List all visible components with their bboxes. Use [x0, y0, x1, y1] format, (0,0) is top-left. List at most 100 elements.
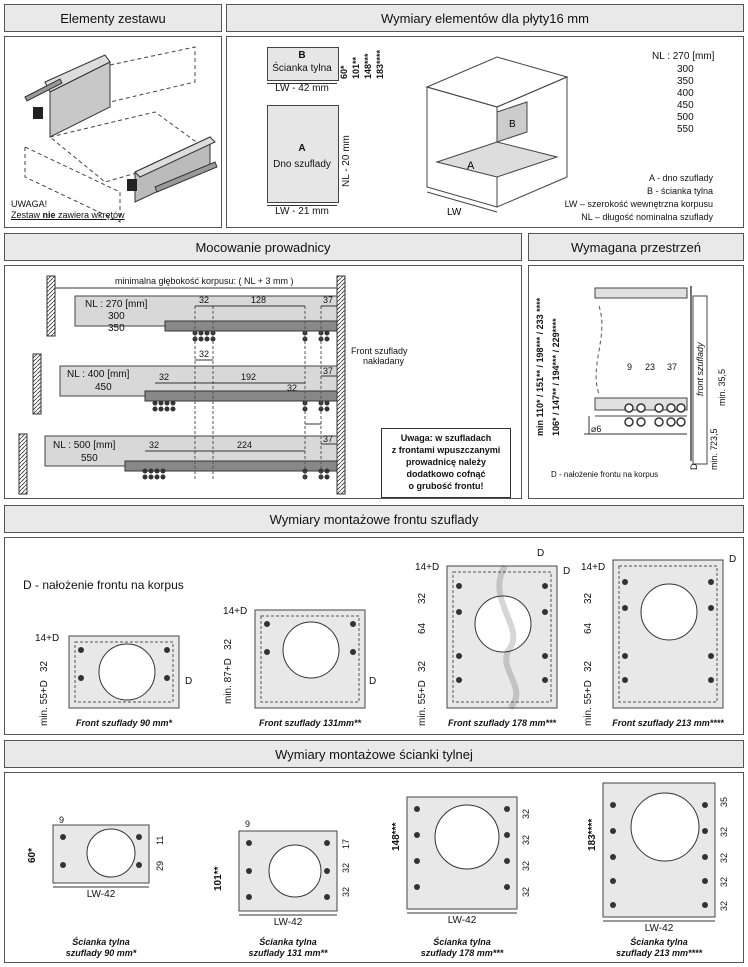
nl-value: 350 — [677, 76, 694, 87]
b-height-148: 148*** — [363, 53, 373, 79]
panel-front: D - nałożenie frontu na korpus 14+D 32 m… — [4, 537, 744, 735]
nl-value: 450 — [677, 100, 694, 111]
back3-dim: 32 — [521, 808, 531, 819]
warning-line: o grubość frontu! — [408, 481, 484, 491]
label-bottom: Dno szuflady — [273, 159, 331, 170]
front4-mid-dim: 32 — [583, 592, 594, 604]
front3-bot-dim: min. 55+D — [417, 680, 428, 726]
warning-box: Uwaga: w szufladach z frontami wpuszczan… — [381, 428, 511, 498]
b-height-60: 60* — [339, 65, 349, 79]
rail1-dim-b: 128 — [251, 295, 267, 305]
back3-caption-2: szuflady 178 mm*** — [420, 948, 504, 958]
back1-dim-11: 11 — [155, 835, 165, 845]
section-header-space: Wymagana przestrzeń — [528, 233, 744, 261]
back3-width: LW-42 — [447, 915, 477, 926]
warning-line: dodatkowo cofnąć — [406, 469, 486, 479]
back1-dim-29: 29 — [155, 860, 165, 871]
space-dim-35-5: min. 35,5 — [717, 368, 727, 406]
back1-caption: Ścianka tylna — [72, 937, 130, 947]
back3-caption: Ścianka tylna — [433, 937, 491, 947]
rail3-dim-b: 224 — [237, 440, 253, 450]
front1-bot-dim: min. 55+D — [39, 680, 50, 726]
drawer-exploded-illustration — [24, 46, 218, 223]
rail2-dim-b: 192 — [241, 372, 257, 382]
space-diameter: ⌀6 — [591, 424, 602, 434]
cabinet-isometric: A B LW — [425, 56, 569, 217]
warning-title: UWAGA! — [11, 199, 48, 209]
front4-mid2-dim: 64 — [583, 622, 594, 634]
front1-top-dim: 14+D — [35, 633, 60, 644]
back4-width: LW-42 — [644, 923, 674, 934]
hinge-icon — [33, 107, 43, 119]
front3-caption: Front szuflady 178 mm*** — [447, 718, 557, 728]
warning-line: prowadnicę należy — [405, 457, 487, 467]
nl-value: 400 — [677, 88, 694, 99]
space-dim-9: 9 — [627, 362, 633, 372]
back2-height: 101** — [213, 866, 224, 891]
front2-top-dim: 14+D — [223, 606, 248, 617]
back4-dim: 32 — [719, 852, 729, 863]
back3-dim: 32 — [521, 834, 531, 845]
front2-d: D — [369, 676, 377, 687]
front4-caption: Front szuflady 213 mm**** — [612, 718, 724, 728]
back4-caption-2: szuflady 213 mm**** — [615, 948, 703, 958]
space-dim-37: 37 — [667, 362, 678, 372]
front2-mid-dim: 32 — [223, 638, 234, 650]
rail2-dim-a: 32 — [159, 372, 170, 382]
space-diagram — [584, 286, 708, 465]
front4-top-dim: 14+D — [581, 562, 606, 573]
front3-mid3-dim: 32 — [417, 660, 428, 672]
front-label: Front szuflady — [351, 346, 408, 356]
rail1-nl: NL : 270 [mm] — [85, 299, 148, 310]
front4-d: D — [729, 554, 737, 565]
b-height-101: 101** — [351, 56, 361, 79]
panel-mounting: minimalna głębokość korpusu: ( NL + 3 mm… — [4, 265, 522, 499]
panel-elements: UWAGA! Zestaw nie zawiera wkrętów — [4, 36, 222, 228]
front-label-2: nakładany — [363, 356, 405, 366]
iso-label-b: B — [509, 119, 516, 130]
section-header-front: Wymiary montażowe frontu szuflady — [4, 505, 744, 533]
rail-mounting-diagram — [18, 275, 346, 495]
drawer-bottom-plate — [267, 105, 339, 203]
rail2-nl: NL : 400 [mm] — [67, 369, 130, 380]
back2-caption-2: szuflady 131 mm** — [248, 948, 328, 958]
back2-width: LW-42 — [273, 917, 303, 928]
space-heights: 106* / 147** / 194*** / 229**** — [551, 318, 561, 436]
label-b: B — [298, 50, 306, 61]
rail1-nl-300: 300 — [108, 311, 125, 322]
back2-dim-32a: 32 — [341, 862, 351, 873]
section-header-dimensions: Wymiary elementów dla płyty16 mm — [226, 4, 744, 32]
back4-dim: 32 — [719, 826, 729, 837]
back1-height: 60* — [27, 847, 38, 863]
rail1-dim-a: 32 — [199, 295, 210, 305]
front3-d-top: D — [537, 548, 545, 559]
front3-d: D — [563, 566, 571, 577]
label-a: A — [298, 143, 306, 154]
rail1-dim-c: 37 — [323, 295, 334, 305]
back-wall-diagrams — [52, 782, 716, 922]
front2-caption: Front szuflady 131mm** — [258, 718, 362, 728]
panel-back: 9 60* 11 29 LW-42 Ścianka tylna szuflady… — [4, 772, 744, 963]
front1-d: D — [185, 676, 193, 687]
warning-line: z frontami wpuszczanymi — [391, 445, 501, 455]
nl-value: 550 — [677, 124, 694, 135]
legend-b: B - ścianka tylna — [646, 186, 713, 196]
legend-lw: LW – szerokość wewnętrzna korpusu — [564, 199, 713, 209]
space-front-label: front szuflady — [695, 342, 705, 396]
panel-space: min 110* / 151** / 198*** / 233 **** 106… — [528, 265, 744, 499]
nl-value: 500 — [677, 112, 694, 123]
space-dim-23-5: 23,5 — [709, 428, 719, 446]
back3-dim: 32 — [521, 860, 531, 871]
back2-caption: Ścianka tylna — [259, 937, 317, 947]
rail3-dim-c: 37 — [323, 434, 334, 444]
front4-bot-dim: min. 55+D — [583, 680, 594, 726]
back3-dim: 32 — [521, 886, 531, 897]
space-dim-23: 23 — [645, 362, 656, 372]
back2-dim-17: 17 — [341, 838, 351, 849]
legend-nl: NL – długość nominalna szuflady — [581, 212, 713, 222]
rail2-nl-450: 450 — [95, 382, 112, 393]
rail3-dim-a: 32 — [149, 440, 160, 450]
front3-mid-dim: 32 — [417, 592, 428, 604]
nl-title: NL : 270 [mm] — [652, 51, 715, 62]
back2-dim-9: 9 — [245, 819, 251, 829]
